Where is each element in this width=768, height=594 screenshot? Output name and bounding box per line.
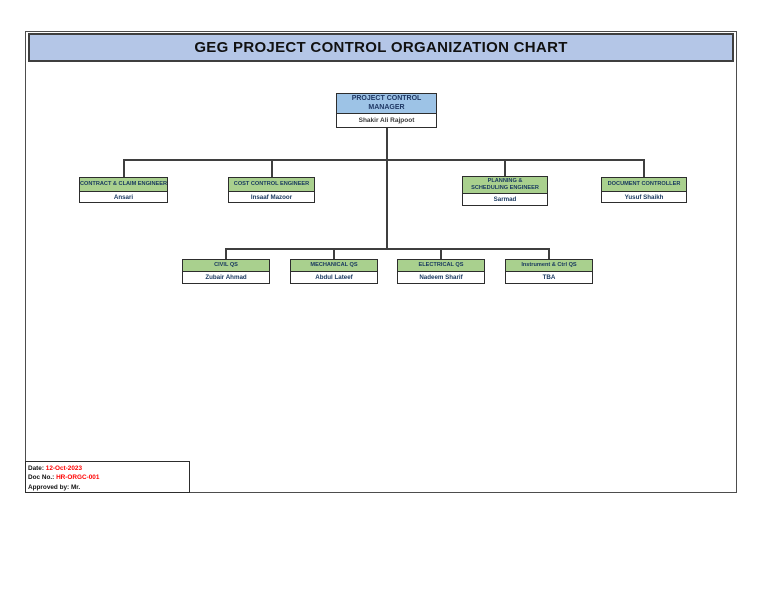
node-title: PLANNING & SCHEDULING ENGINEER <box>463 177 547 194</box>
node-cost-control-engineer: COST CONTROL ENGINEER Insaaf Mazoor <box>228 177 315 203</box>
connector-level2-horizontal <box>123 159 644 161</box>
node-contract-claim-engineer: CONTRACT & CLAIM ENGINEER Ansari <box>79 177 168 203</box>
node-person-name: Zubair Ahmad <box>183 272 269 283</box>
node-mechanical-qs: MECHANICAL QS Abdul Lateef <box>290 259 378 284</box>
doc-date-label: Date: <box>28 465 44 472</box>
node-title: ELECTRICAL QS <box>398 260 484 272</box>
connector-level3-horizontal <box>226 248 549 250</box>
node-civil-qs: CIVIL QS Zubair Ahmad <box>182 259 270 284</box>
doc-approved-label: Approved by: <box>28 483 70 491</box>
doc-approved-value: Mr. <box>70 483 81 491</box>
node-person-name: Yusuf Shaikh <box>602 192 686 202</box>
node-project-control-manager: PROJECT CONTROL MANAGER Shakir Ali Rajpo… <box>336 93 437 128</box>
node-document-controller: DOCUMENT CONTROLLER Yusuf Shaikh <box>601 177 687 203</box>
doc-approved-row: Approved by: Mr. <box>28 483 189 492</box>
connector-drop-mechanical <box>333 248 335 259</box>
node-title: CIVIL QS <box>183 260 269 272</box>
connector-manager-drop <box>386 128 388 159</box>
node-planning-scheduling-engineer: PLANNING & SCHEDULING ENGINEER Sarmad <box>462 176 548 206</box>
doc-number-row: Doc No.: HR-ORGC-001 <box>28 473 189 482</box>
doc-number-label: Doc No.: <box>28 474 55 482</box>
page-title: GEG PROJECT CONTROL ORGANIZATION CHART <box>28 33 734 62</box>
connector-drop-electrical <box>440 248 442 259</box>
node-title: COST CONTROL ENGINEER <box>229 178 314 192</box>
doc-date-value: 12-Oct-2023 <box>45 465 83 472</box>
node-person-name: Shakir Ali Rajpoot <box>337 114 436 127</box>
connector-central-drop <box>386 159 388 248</box>
connector-drop-instrument <box>548 248 550 259</box>
node-person-name: TBA <box>506 272 592 283</box>
node-title-text: PROJECT CONTROL MANAGER <box>351 94 422 111</box>
node-title-text: PLANNING & SCHEDULING ENGINEER <box>471 178 539 191</box>
node-person-name: Ansari <box>80 192 167 202</box>
connector-drop-civil <box>225 248 227 259</box>
node-person-name: Abdul Lateef <box>291 272 377 283</box>
connector-drop-document <box>643 159 645 177</box>
page-title-text: GEG PROJECT CONTROL ORGANIZATION CHART <box>194 39 568 56</box>
connector-drop-cost <box>271 159 273 177</box>
doc-number-value: HR-ORGC-001 <box>56 474 100 482</box>
node-title: Instrument & Ctrl QS <box>506 260 592 272</box>
node-title: DOCUMENT CONTROLLER <box>602 178 686 192</box>
connector-drop-contract <box>123 159 125 177</box>
node-title: PROJECT CONTROL MANAGER <box>337 94 436 114</box>
node-electrical-qs: ELECTRICAL QS Nadeem Sharif <box>397 259 485 284</box>
node-instrument-ctrl-qs: Instrument & Ctrl QS TBA <box>505 259 593 284</box>
node-title: CONTRACT & CLAIM ENGINEER <box>80 178 167 192</box>
document-info-box: Date: 12-Oct-2023 Doc No.: HR-ORGC-001 A… <box>25 461 190 493</box>
node-person-name: Nadeem Sharif <box>398 272 484 283</box>
node-title: MECHANICAL QS <box>291 260 377 272</box>
node-person-name: Insaaf Mazoor <box>229 192 314 202</box>
node-person-name: Sarmad <box>463 194 547 205</box>
doc-date-row: Date: 12-Oct-2023 <box>28 464 189 473</box>
connector-drop-planning <box>504 159 506 176</box>
